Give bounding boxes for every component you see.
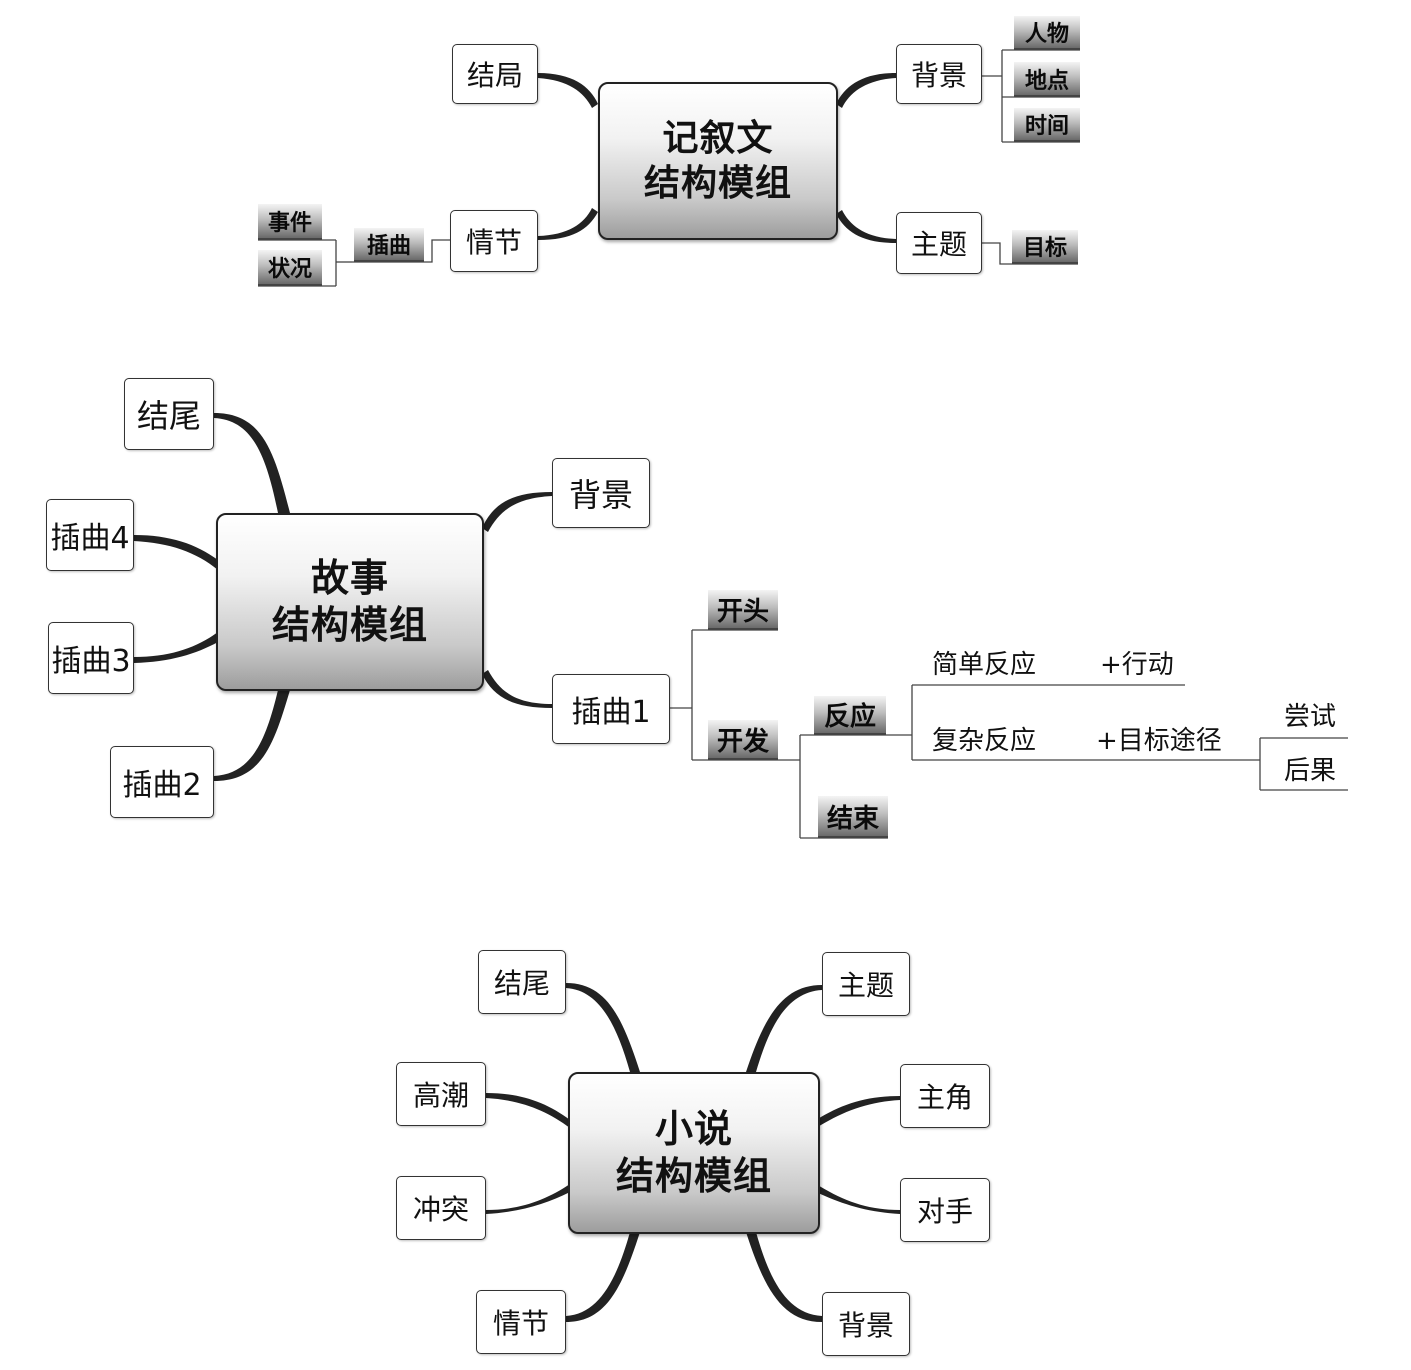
topic-theme: 主题 [896,212,982,274]
topic-ending: 结尾 [124,378,214,450]
topic-opponent: 对手 [900,1178,990,1242]
topic-theme: 主题 [822,952,910,1016]
tag-time: 时间 [1014,108,1080,142]
topic-background: 背景 [552,458,650,528]
label-goal-path: +目标途径 [1096,726,1222,756]
topic-plot: 情节 [476,1290,566,1354]
central-topic-narrative: 记叙文 结构模组 [598,82,838,240]
tag-event: 事件 [258,204,322,240]
central-topic-story: 故事 结构模组 [216,513,484,691]
tag-location: 地点 [1014,62,1080,97]
topic-episode-1: 插曲1 [552,674,670,744]
topic-background: 背景 [896,44,982,104]
tag-reaction: 反应 [814,696,886,735]
label-attempt: 尝试 [1284,702,1337,732]
central-title-line2: 结构模组 [615,1154,772,1198]
central-title-line2: 结构模组 [271,603,428,647]
central-topic-novel: 小说 结构模组 [568,1072,820,1234]
topic-episode-3: 插曲3 [48,622,134,694]
tag-episode: 插曲 [354,228,424,262]
central-title-line1: 记叙文 [662,118,774,159]
central-title-line1: 小说 [654,1106,733,1151]
topic-protagonist: 主角 [900,1064,990,1128]
topic-plot: 情节 [450,210,538,272]
topic-episode-4: 插曲4 [46,499,134,571]
label-simple-reaction: 简单反应 [932,650,1037,680]
topic-episode-2: 插曲2 [110,746,214,818]
tag-development: 开发 [708,720,778,760]
tag-beginning: 开头 [708,590,778,630]
topic-ending: 结局 [452,44,538,104]
central-title-line1: 故事 [310,555,389,600]
tag-characters: 人物 [1014,16,1080,50]
label-action: +行动 [1100,650,1174,680]
topic-conflict: 冲突 [396,1176,486,1240]
label-consequence: 后果 [1284,756,1337,786]
tag-finish: 结束 [818,796,888,838]
tag-goal: 目标 [1012,230,1078,264]
topic-background: 背景 [822,1292,910,1356]
topic-climax: 高潮 [396,1062,486,1126]
topic-ending: 结尾 [478,950,566,1014]
central-title-line2: 结构模组 [643,163,792,204]
label-complex-reaction: 复杂反应 [932,726,1037,756]
tag-situation: 状况 [258,250,322,286]
